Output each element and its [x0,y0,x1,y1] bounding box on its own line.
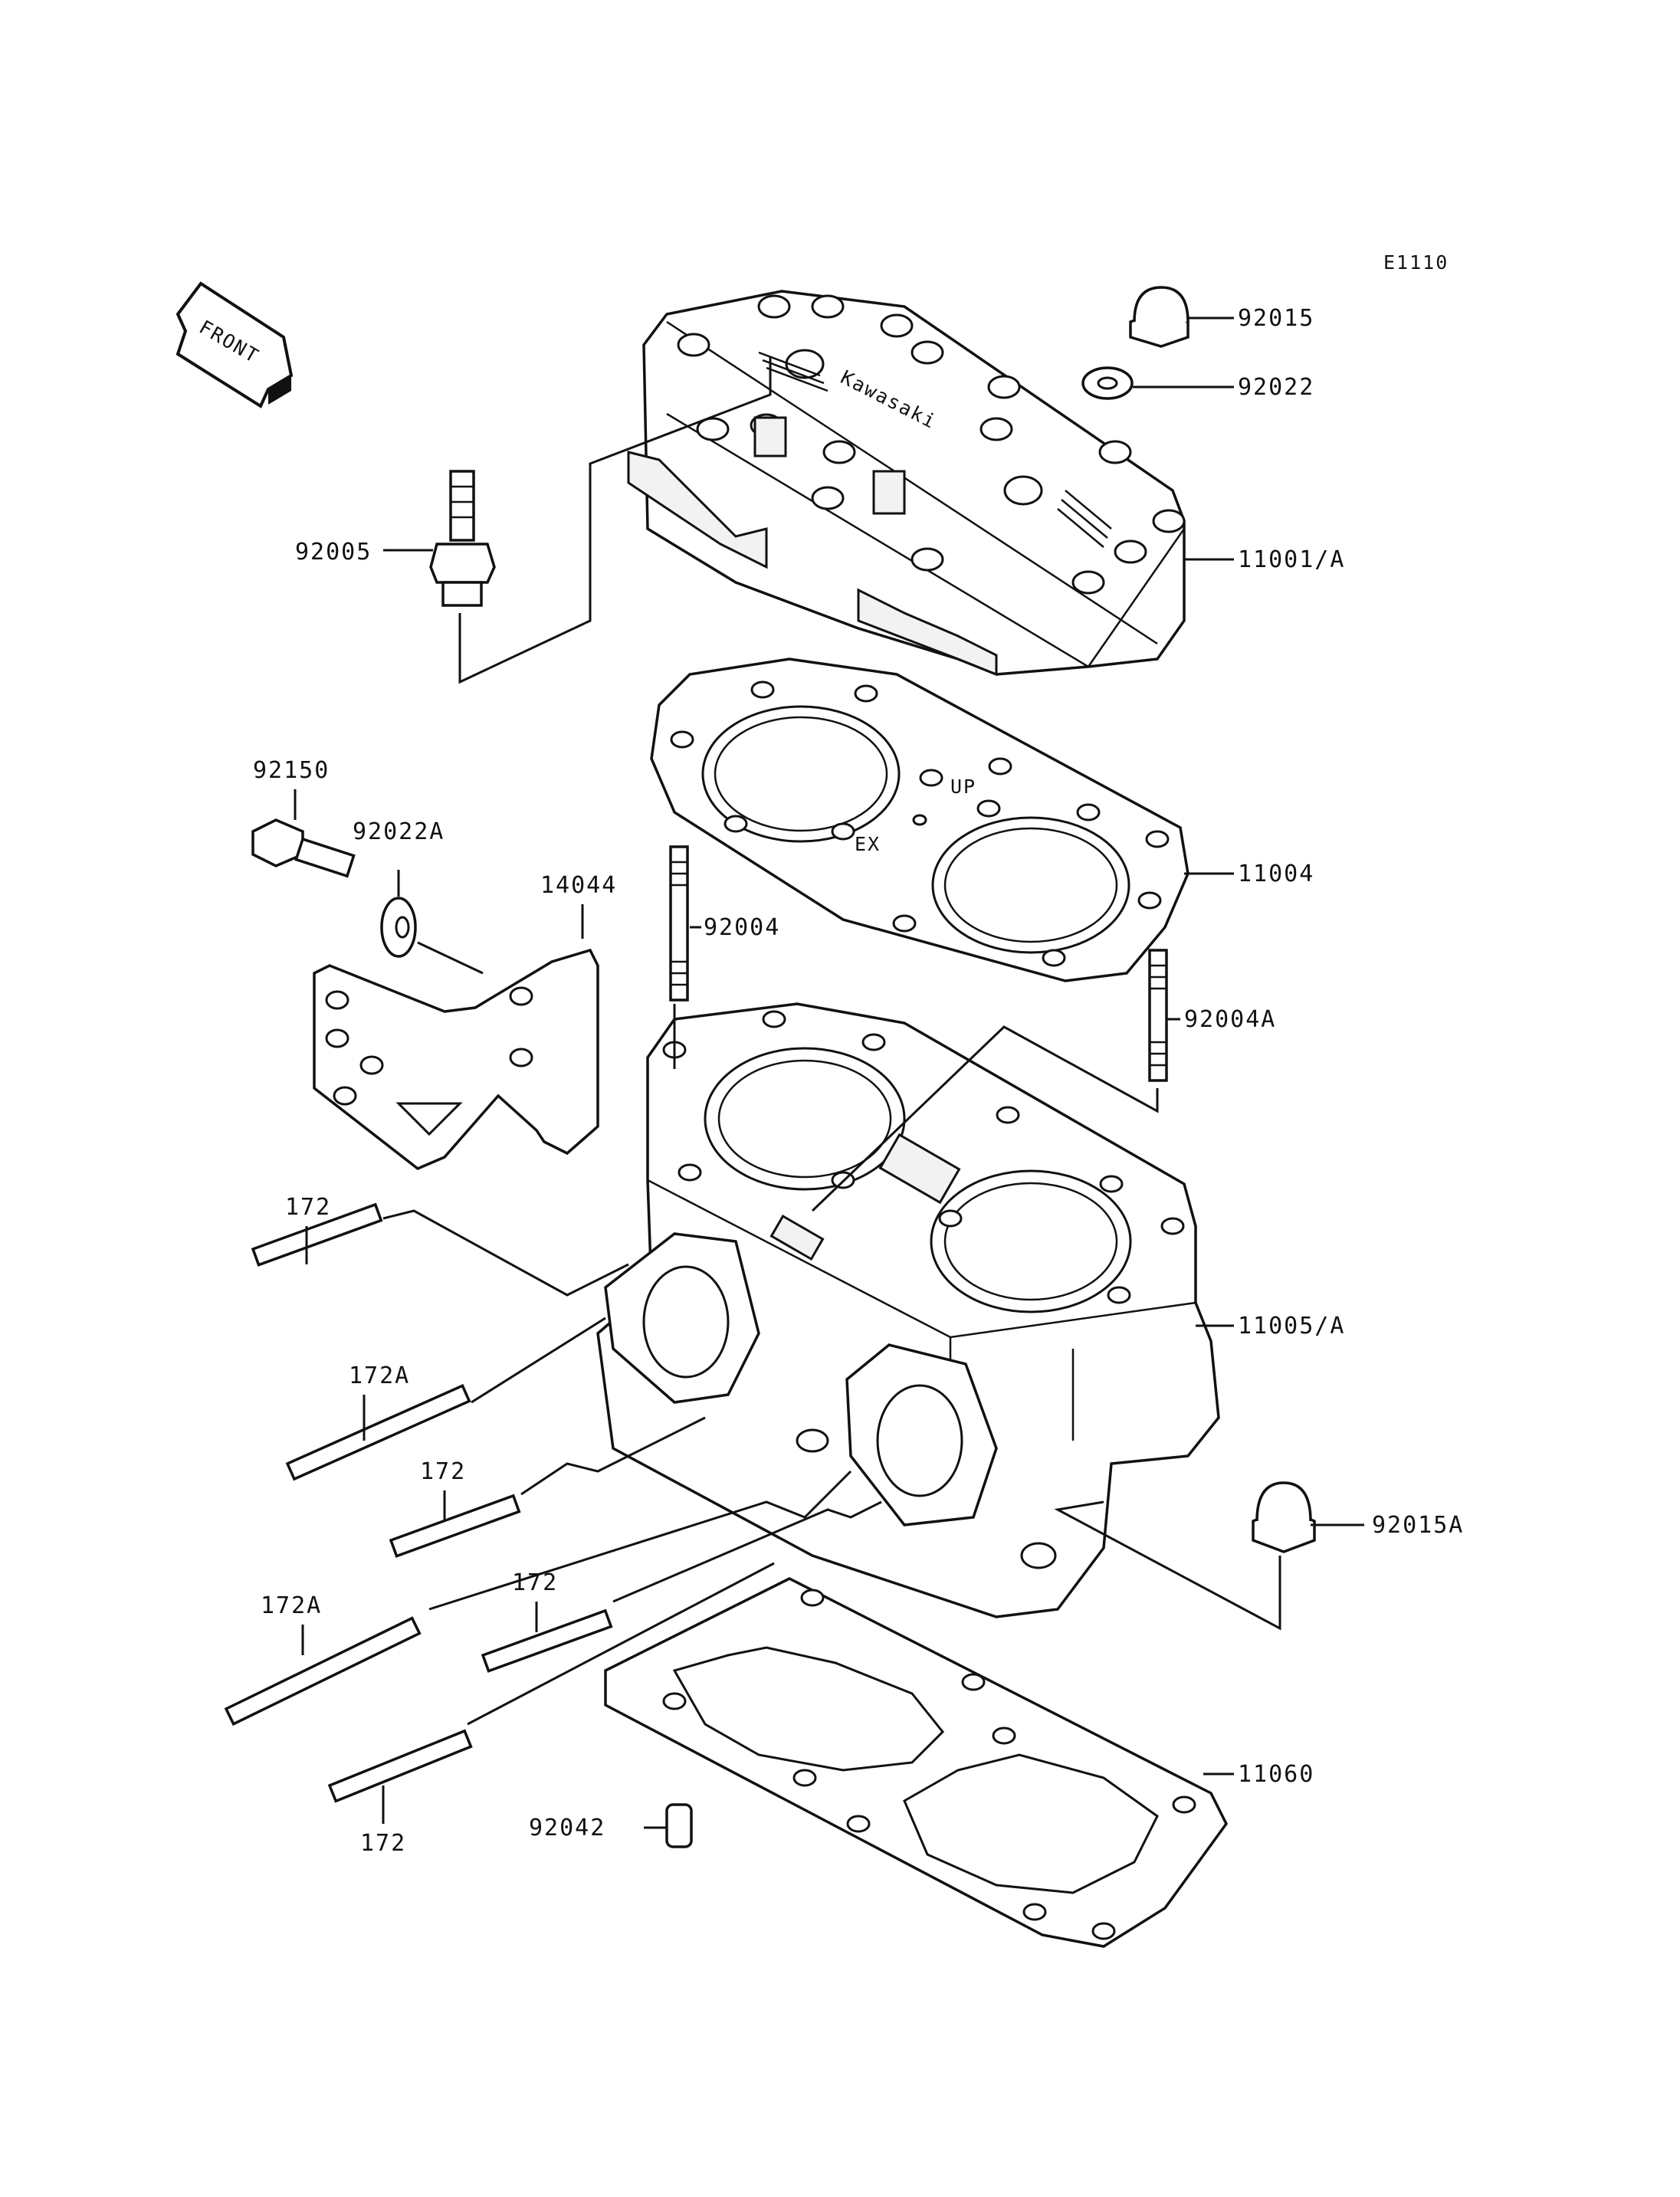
washer-92022a [380,897,417,958]
label-172a-b: 172A [261,1592,322,1619]
leader-lines [294,316,1364,1829]
label-92150: 92150 [253,757,330,784]
label-92022a: 92022A [353,818,445,845]
gasket-ex-mark: EX [855,833,881,855]
base-gasket-11060 [604,1577,1229,1948]
label-92004: 92004 [704,914,780,941]
label-92042: 92042 [529,1815,605,1841]
stud-172-d [327,1729,473,1803]
stud-92004a [1148,949,1168,1082]
stud-172-b [389,1494,521,1558]
label-92022: 92022 [1238,374,1314,401]
label-172-c: 172 [512,1569,558,1596]
label-11001a: 11001/A [1238,546,1345,573]
diagram-code: E1110 [1383,251,1449,274]
front-arrow-icon: FRONT [176,281,294,408]
washer-92022 [1081,366,1134,400]
cylinder-block-11005a [596,1002,1220,1618]
head-gasket-11004: UP EX [650,657,1189,982]
cap-nut-92015 [1129,286,1189,348]
gasket-up-mark: UP [950,776,976,798]
label-172-a: 172 [285,1194,331,1221]
fitting-92005 [429,470,496,607]
cylinder-head-11001a: Kawasaki [627,290,1186,677]
label-11060: 11060 [1238,1761,1314,1788]
bolt-92150 [251,818,356,878]
label-11005a: 11005/A [1238,1313,1345,1340]
stud-172-a [251,1202,383,1267]
bracket-14044 [313,948,599,1171]
cap-nut-92015a [1252,1481,1316,1553]
stud-92004 [669,845,689,1002]
stud-172-c [481,1608,613,1673]
label-172a-a: 172A [349,1362,410,1389]
label-14044: 14044 [540,872,617,899]
dowel-pin-92042 [665,1803,693,1848]
label-92015: 92015 [1238,305,1314,332]
label-172-b: 172 [420,1458,466,1485]
stud-172a-b [224,1616,422,1726]
label-172-d: 172 [360,1830,406,1857]
stud-172a-a [285,1384,471,1481]
label-11004: 11004 [1238,861,1314,887]
label-92005: 92005 [295,539,372,566]
label-92015a: 92015A [1372,1512,1464,1539]
label-92004a: 92004A [1184,1006,1276,1033]
